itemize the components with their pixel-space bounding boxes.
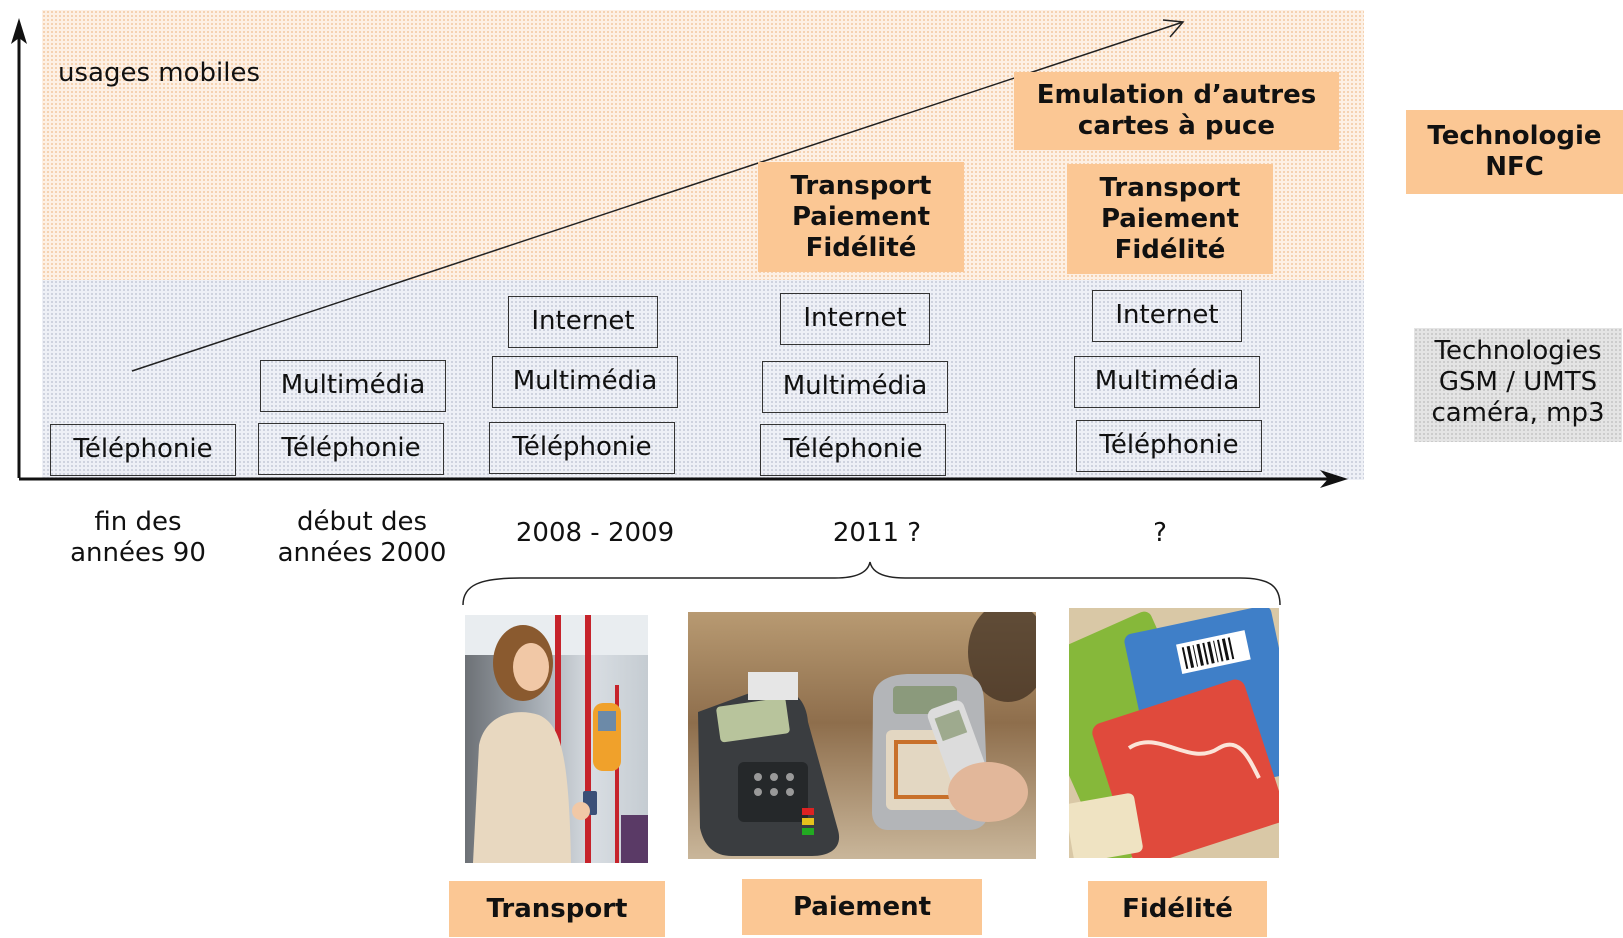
period-label-p2: début des années 2000 [277, 507, 447, 568]
period-label-p1: fin des années 90 [70, 507, 206, 568]
service-box-telephonie-p3: Téléphonie [489, 422, 675, 474]
brace [462, 561, 1281, 606]
service-box-internet-p3: Internet [508, 296, 658, 348]
caption-transport: Transport [449, 881, 665, 937]
period-label-p5: ? [1153, 518, 1167, 548]
payment-terminal-photo [688, 612, 1036, 859]
service-box-internet-p4: Internet [780, 293, 930, 345]
nfc-services-box-p4: Transport Paiement Fidélité [758, 162, 964, 272]
emulation-box: Emulation d’autres cartes à puce [1014, 72, 1339, 150]
side-label-gsm: Technologies GSM / UMTS caméra, mp3 [1414, 328, 1622, 442]
service-box-multimedia-p4: Multimédia [762, 361, 948, 413]
caption-fidelite: Fidélité [1088, 881, 1267, 937]
bus-passenger-nfc-photo [465, 615, 648, 863]
service-box-telephonie-p5: Téléphonie [1076, 420, 1262, 472]
service-box-multimedia-p2: Multimédia [260, 360, 446, 412]
growth-arrow [131, 21, 1184, 372]
x-axis-arrow [1320, 470, 1348, 488]
gsm-band [42, 280, 1364, 480]
period-label-p3: 2008 - 2009 [515, 518, 675, 548]
nfc-services-box-p5: Transport Paiement Fidélité [1067, 164, 1273, 274]
service-box-telephonie-p1: Téléphonie [50, 424, 236, 476]
y-axis-label: usages mobiles [58, 58, 260, 88]
caption-paiement: Paiement [742, 879, 982, 935]
period-label-p4: 2011 ? [832, 518, 922, 548]
side-label-nfc: Technologie NFC [1406, 110, 1623, 194]
service-box-multimedia-p3: Multimédia [492, 356, 678, 408]
service-box-multimedia-p5: Multimédia [1074, 356, 1260, 408]
loyalty-cards-photo [1069, 608, 1279, 858]
growth-arrow-head [1162, 19, 1185, 38]
y-axis-arrow [11, 18, 27, 44]
service-box-telephonie-p2: Téléphonie [258, 423, 444, 475]
service-box-internet-p5: Internet [1092, 290, 1242, 342]
service-box-telephonie-p4: Téléphonie [760, 424, 946, 476]
